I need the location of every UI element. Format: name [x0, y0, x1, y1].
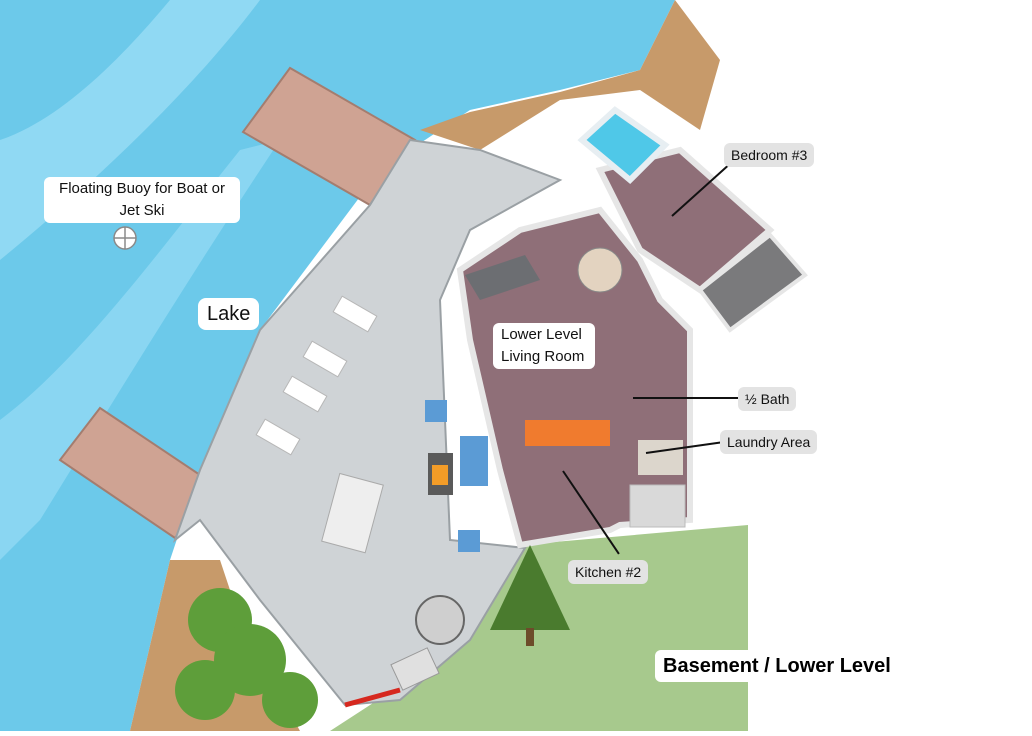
utility-room [697, 232, 808, 333]
laundry-room [638, 440, 683, 475]
red-marker [344, 687, 401, 708]
bedroom3-label: Bedroom #3 [724, 143, 815, 167]
patio [172, 138, 563, 707]
grill [390, 647, 440, 691]
dining-table [321, 472, 384, 554]
hot-tub [577, 106, 670, 185]
patio-chairs [425, 400, 488, 552]
fire-flames [432, 465, 448, 485]
interior-floor [456, 206, 693, 549]
lake-label: Lake [198, 298, 260, 330]
tree-pine [490, 545, 570, 646]
tree-bushes [175, 588, 318, 728]
page-title: Basement / Lower Level [655, 650, 899, 682]
lounge-chairs [255, 295, 378, 456]
living-room-label: Lower Level Living Room [493, 323, 595, 369]
stair-entry [629, 484, 686, 528]
living-sofa [465, 255, 540, 300]
kitchen-counter [525, 420, 610, 446]
shore-top [420, 0, 720, 150]
kitchen2-label: Kitchen #2 [568, 560, 649, 584]
interior-spiral-stair [577, 247, 623, 293]
laundry-label: Laundry Area [720, 430, 818, 454]
buoy-label: Floating Buoy for Boat or Jet Ski [44, 177, 240, 223]
half-bath-label: ½ Bath [738, 387, 797, 411]
half-bath-leader [633, 397, 739, 399]
spiral-stair [415, 595, 465, 645]
